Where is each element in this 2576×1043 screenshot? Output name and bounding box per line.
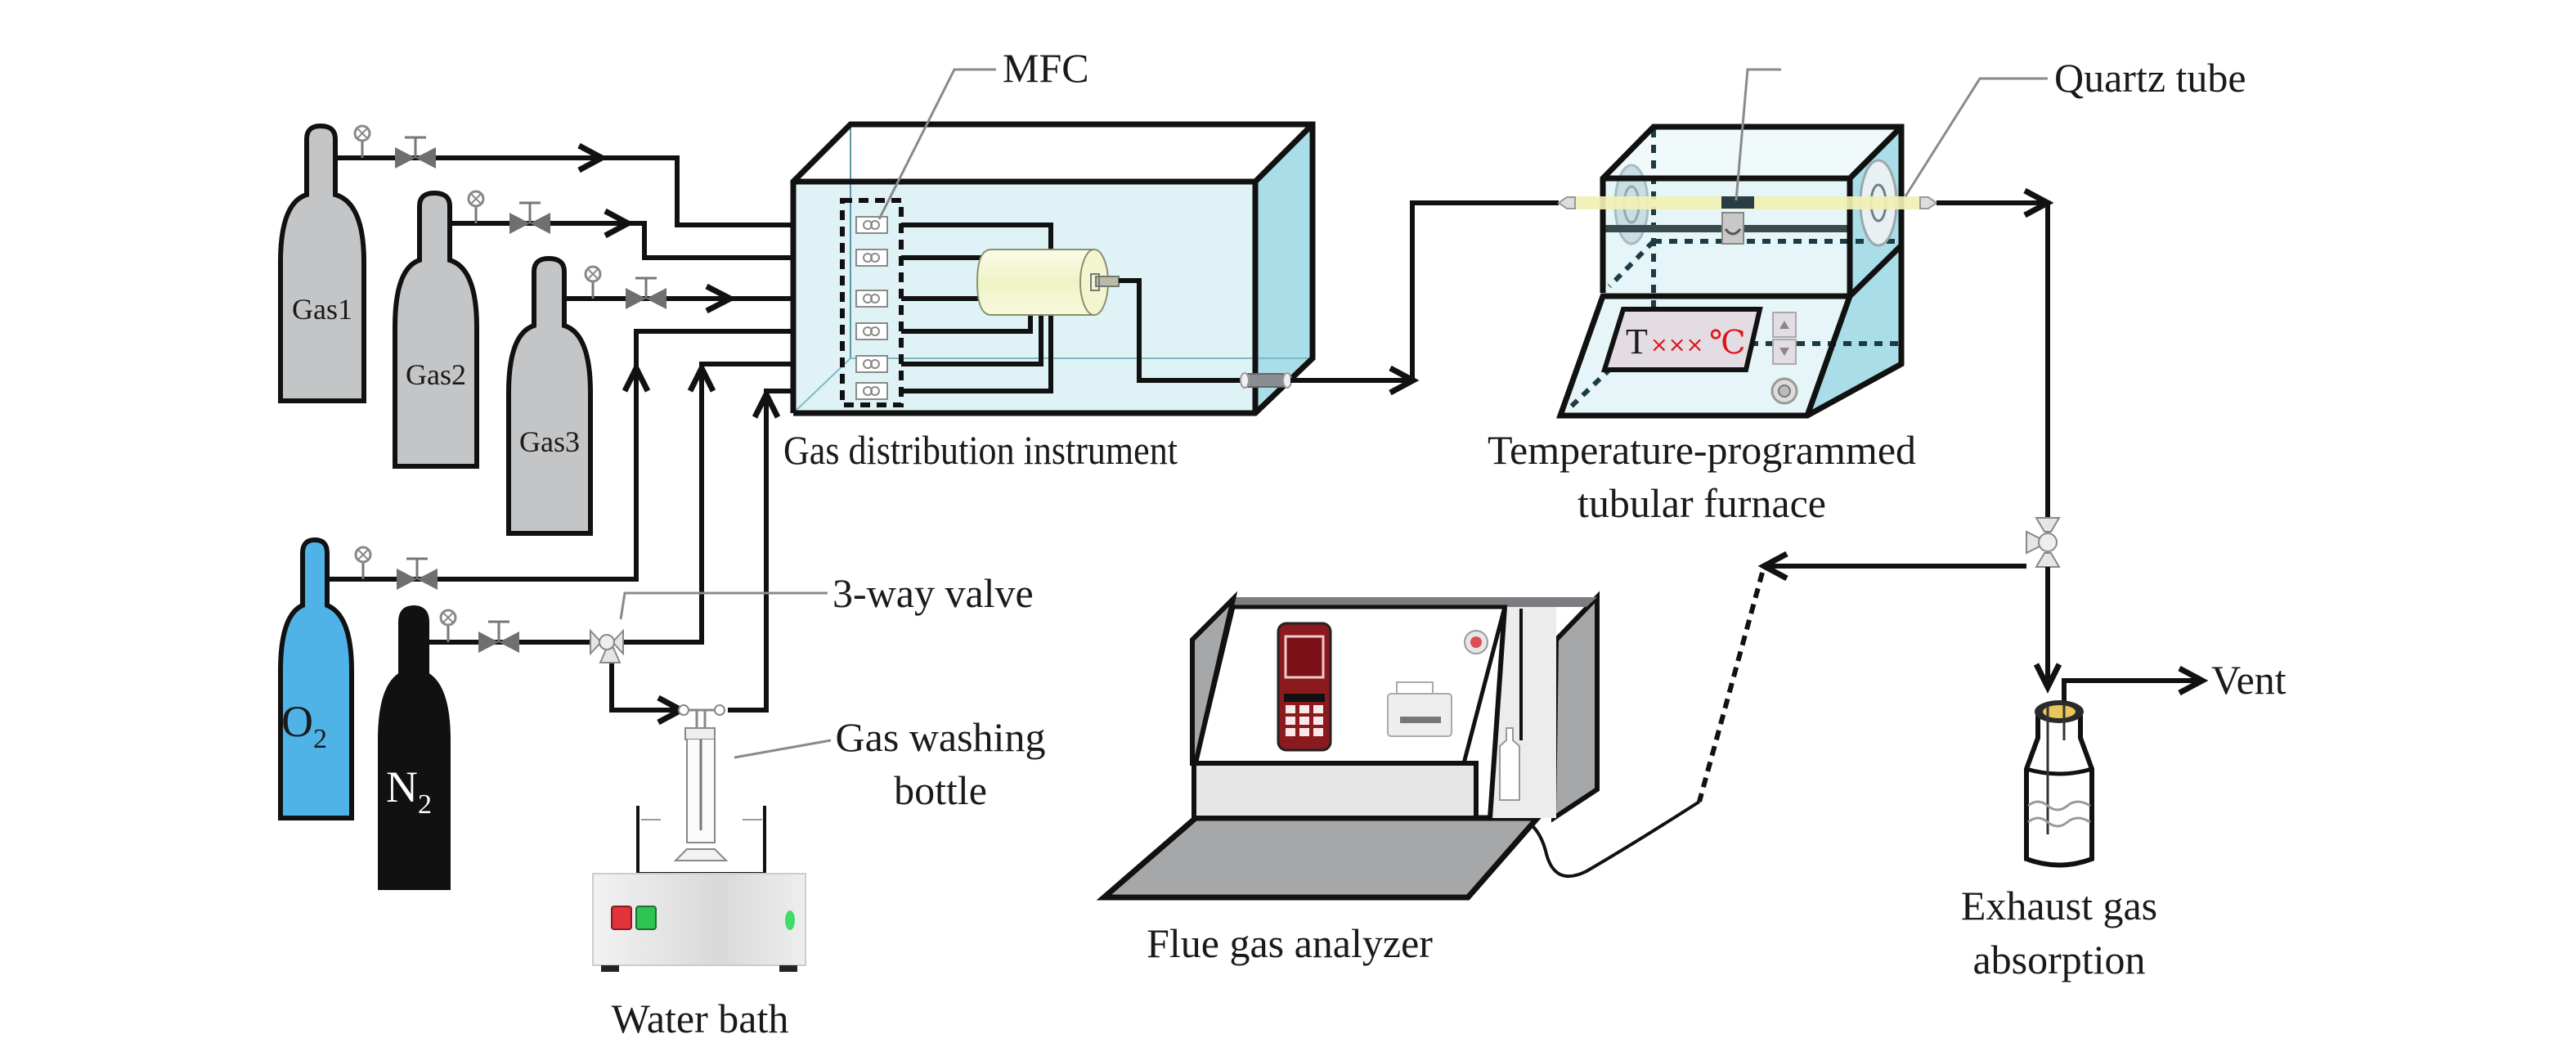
water-bath-green-button[interactable]: [635, 906, 657, 930]
gdi-right-face: [1255, 124, 1313, 413]
pipe-gdi-to-furnace: [1290, 200, 1559, 383]
label-mfc: MFC: [1003, 45, 1089, 91]
water-bath-red-button[interactable]: [611, 906, 632, 930]
gauge-gas2: [467, 190, 485, 223]
quartz-tube: [1557, 196, 1938, 209]
mfc-module: [855, 216, 888, 234]
flue-gas-analyzer: [1096, 591, 1600, 901]
label-flue-gas-analyzer: Flue gas analyzer: [1147, 920, 1433, 966]
arrow-furnace-out: [2023, 187, 2054, 218]
cylinder-o2-label: O2: [281, 697, 327, 754]
valves-gauges: [353, 124, 666, 663]
label-furnace-line2: tubular furnace: [1577, 480, 1826, 526]
needle-valve-n2[interactable]: [478, 620, 519, 653]
cylinder-gas1: Gas1: [278, 123, 366, 403]
pipe-gas1: [335, 155, 860, 227]
arrow-gas3: [705, 283, 737, 314]
analyzer-printer: [1387, 681, 1452, 737]
arrow-gdi-out: [1389, 365, 1420, 396]
gauge-gas1: [353, 124, 371, 158]
leader-three-way-valve: [619, 591, 828, 620]
leader-quartz-tube: [1904, 77, 2048, 197]
arrow-gas2: [604, 208, 635, 239]
gauge-n2: [439, 609, 457, 642]
cylinder-gas3-label: Gas3: [519, 425, 580, 458]
water-bath: [592, 806, 806, 972]
water-bath-indicator: [785, 910, 795, 930]
gdi-top-face: [793, 124, 1313, 182]
cylinder-gas2-body: [393, 190, 479, 469]
arrow-to-analyzer: [1757, 551, 1788, 582]
arrow-gas1: [577, 142, 608, 173]
cylinder-o2-body: [278, 537, 354, 820]
exhaust-absorption-bottle: [2024, 665, 2209, 868]
cylinder-n2-label: N2: [386, 762, 432, 820]
sampling-line-dashed: [1697, 572, 1765, 802]
pipe-o2: [327, 329, 860, 582]
mfc-module: [855, 249, 888, 267]
arrow-bottle-return: [752, 388, 781, 419]
cylinder-gas1-body: [278, 123, 366, 403]
label-three-way-valve: 3-way valve: [832, 570, 1034, 616]
analyzer-handheld-unit: [1277, 622, 1332, 752]
label-gas-washing-line2: bottle: [894, 767, 987, 813]
pipe-valve-to-bottle: [609, 659, 677, 713]
arrow-to-exhaust: [2033, 663, 2062, 694]
label-gas-distribution: Gas distribution instrument: [783, 427, 1178, 473]
analyzer-power-button[interactable]: [1464, 630, 1488, 654]
leader-gas-washing-bottle: [734, 739, 832, 759]
label-exhaust-line1: Exhaust gas: [1961, 883, 2157, 928]
needle-valve-gas1[interactable]: [395, 136, 436, 169]
mfc-module: [855, 290, 888, 308]
pipe-n2: [427, 362, 860, 645]
furnace-display-unit: ℃: [1709, 324, 1746, 362]
label-gas-washing-line1: Gas washing: [836, 714, 1046, 760]
label-furnace-line1: Temperature-programmed: [1488, 427, 1916, 473]
furnace-display-prefix: T: [1626, 321, 1648, 362]
label-vent: Vent: [2211, 657, 2287, 703]
gas-washing-bottle: [673, 704, 729, 861]
furnace-knob[interactable]: [1770, 377, 1798, 405]
label-water-bath: Water bath: [612, 996, 789, 1041]
furnace-down-button[interactable]: [1772, 339, 1797, 365]
mfc-module: [855, 355, 888, 373]
arrow-n2: [687, 362, 716, 393]
pipe-reactor-out: [1119, 278, 1243, 383]
cylinder-n2: N2: [378, 605, 451, 890]
needle-valve-gas3[interactable]: [626, 276, 666, 309]
outlet-coupler: [1240, 372, 1292, 389]
pipe-vent: [2062, 678, 2200, 705]
label-exhaust-line2: absorption: [1972, 937, 2145, 982]
cylinder-gas3: Gas3: [506, 255, 593, 536]
cylinder-n2-body: [378, 605, 451, 890]
arrow-o2: [622, 362, 651, 393]
pipe-furnace-out: [1936, 200, 2050, 530]
leader-thermocouple: [1735, 68, 1781, 201]
cylinder-gas2-label: Gas2: [406, 358, 466, 391]
furnace-up-button[interactable]: [1772, 312, 1797, 338]
furnace-display: T ××× ℃: [1600, 307, 1763, 372]
cylinder-gas2: Gas2: [393, 190, 479, 469]
mfc-module: [855, 322, 888, 340]
arrow-vent: [2178, 665, 2209, 696]
label-quartz-tube: Quartz tube: [2054, 55, 2246, 101]
three-way-valve-n2[interactable]: [590, 628, 624, 663]
needle-valve-o2[interactable]: [397, 557, 438, 590]
leader-mfc: [877, 68, 996, 220]
needle-valve-gas2[interactable]: [509, 201, 550, 234]
cylinder-gas1-label: Gas1: [292, 293, 352, 326]
gauge-o2: [354, 546, 372, 579]
mixing-chamber: [976, 249, 1120, 316]
mfc-modules: [855, 216, 888, 400]
tubular-furnace: T ××× ℃: [1556, 124, 1905, 419]
three-way-valve-exhaust[interactable]: [2026, 517, 2061, 568]
furnace-display-value: ×××: [1650, 333, 1703, 357]
cylinder-o2: O2: [278, 537, 354, 820]
mfc-module: [855, 382, 888, 400]
cylinder-gas3-body: [506, 255, 593, 536]
gauge-gas3: [584, 265, 602, 299]
